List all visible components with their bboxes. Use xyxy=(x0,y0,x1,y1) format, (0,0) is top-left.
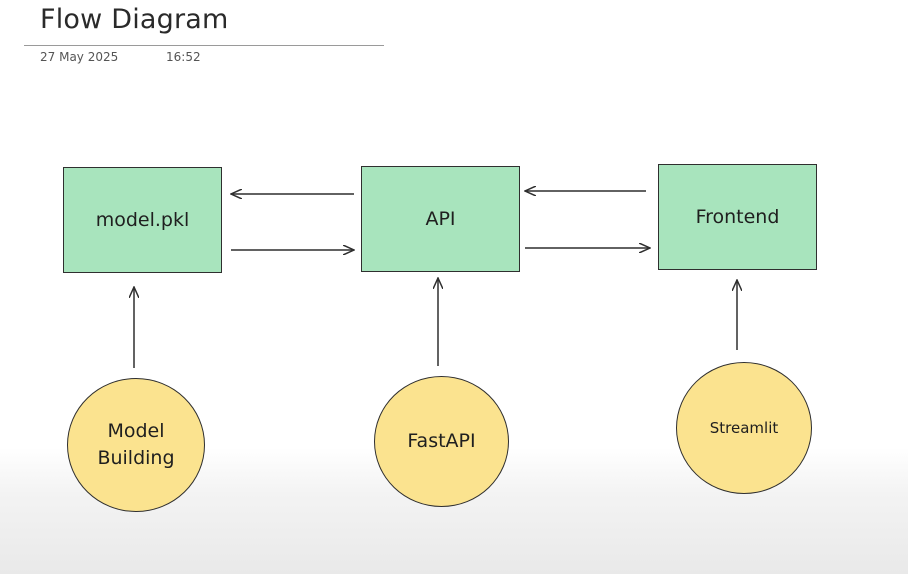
api-label: API xyxy=(425,208,456,230)
model-pkl-box: model.pkl xyxy=(63,167,222,273)
model-building-circle: Model Building xyxy=(67,378,205,512)
title-divider xyxy=(24,45,384,46)
fastapi-circle: FastAPI xyxy=(374,376,509,507)
streamlit-label: Streamlit xyxy=(709,418,779,437)
api-box: API xyxy=(361,166,520,272)
page-time: 16:52 xyxy=(166,50,201,64)
model-building-label: Model Building xyxy=(97,420,175,469)
model-pkl-label: model.pkl xyxy=(95,209,190,231)
fastapi-label: FastAPI xyxy=(407,430,476,453)
page-title: Flow Diagram xyxy=(40,4,229,35)
frontend-box: Frontend xyxy=(658,164,817,270)
streamlit-circle: Streamlit xyxy=(676,362,812,494)
page-date: 27 May 2025 xyxy=(40,50,119,64)
frontend-label: Frontend xyxy=(695,206,780,228)
